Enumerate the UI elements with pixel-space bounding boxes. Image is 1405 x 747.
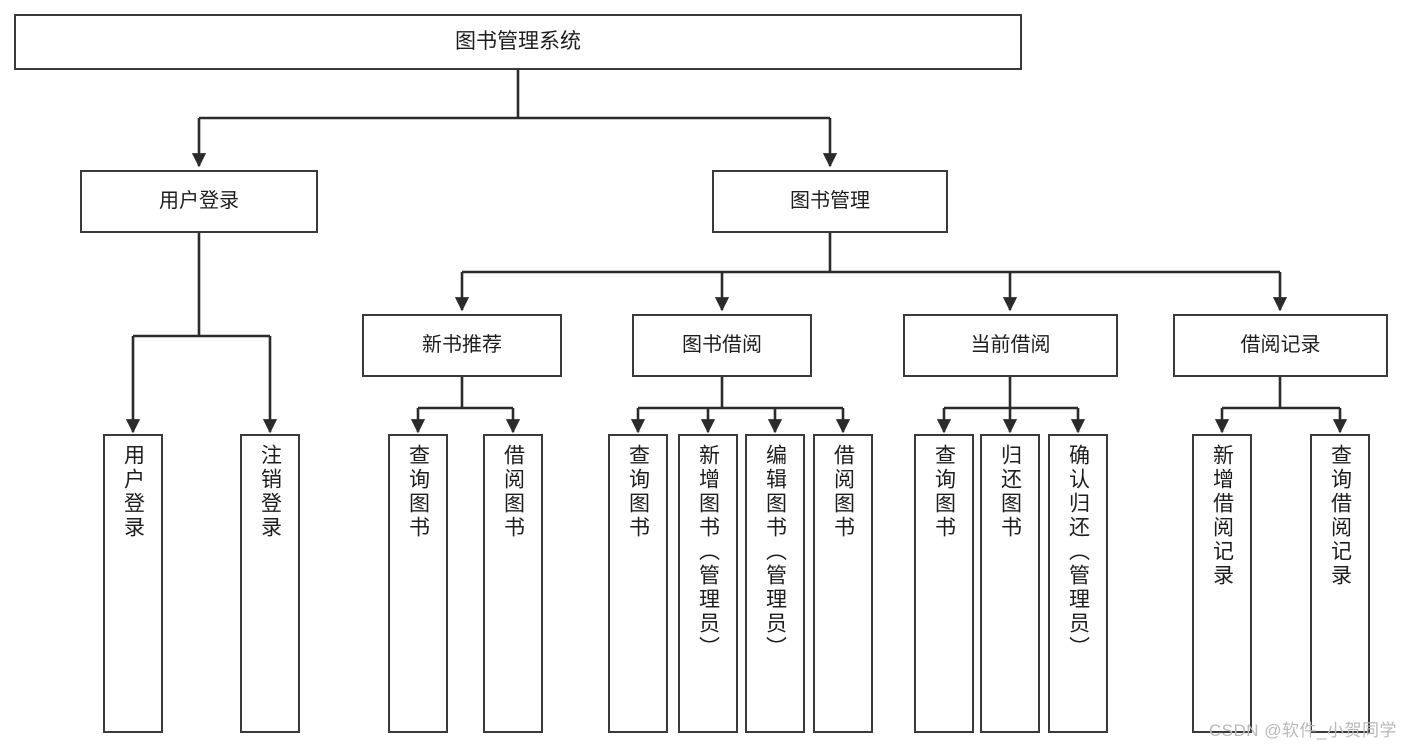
node-new-book-recommendation[interactable]: 新书推荐 (362, 314, 562, 377)
node-leaf-edit-book[interactable]: 编辑图书（管理员） (745, 434, 805, 733)
node-label: 新增借阅记录 (1210, 444, 1234, 588)
node-label: 借阅图书 (831, 444, 855, 540)
node-leaf-user-login[interactable]: 用户登录 (103, 434, 163, 733)
node-leaf-borrow-book-1[interactable]: 借阅图书 (483, 434, 543, 733)
node-label: 查询图书 (626, 444, 650, 540)
node-book-management-system[interactable]: 图书管理系统 (14, 14, 1022, 70)
node-leaf-confirm-return[interactable]: 确认归还（管理员） (1048, 434, 1108, 733)
node-leaf-query-book-3[interactable]: 查询图书 (914, 434, 974, 733)
node-label: 图书借阅 (682, 334, 762, 356)
node-leaf-return-book[interactable]: 归还图书 (980, 434, 1040, 733)
node-leaf-query-book-2[interactable]: 查询图书 (608, 434, 668, 733)
node-leaf-borrow-book-2[interactable]: 借阅图书 (813, 434, 873, 733)
node-book-borrow[interactable]: 图书借阅 (632, 314, 812, 377)
node-user-login[interactable]: 用户登录 (80, 170, 318, 233)
node-label: 归还图书 (998, 444, 1022, 540)
node-label: 新增图书（管理员） (696, 444, 720, 660)
node-label: 借阅图书 (501, 444, 525, 540)
node-label: 借阅记录 (1240, 334, 1321, 356)
node-current-borrow[interactable]: 当前借阅 (903, 314, 1118, 377)
node-leaf-query-book-1[interactable]: 查询图书 (388, 434, 448, 733)
node-label: 新书推荐 (422, 334, 502, 356)
node-leaf-user-logout[interactable]: 注销登录 (240, 434, 300, 733)
node-label: 图书管理系统 (455, 29, 581, 53)
node-label: 当前借阅 (970, 334, 1051, 356)
node-book-manage[interactable]: 图书管理 (712, 170, 948, 233)
node-label: 注销登录 (258, 444, 282, 540)
node-leaf-add-book[interactable]: 新增图书（管理员） (678, 434, 738, 733)
node-label: 查询图书 (406, 444, 430, 540)
node-label: 用户登录 (159, 190, 239, 212)
node-leaf-add-borrow-record[interactable]: 新增借阅记录 (1192, 434, 1252, 733)
node-label: 查询借阅记录 (1328, 444, 1352, 588)
csdn-watermark: CSDN @软件_小贺同学 (1208, 721, 1397, 740)
node-label: 用户登录 (121, 444, 145, 540)
node-label: 图书管理 (790, 190, 870, 212)
node-leaf-query-borrow-record[interactable]: 查询借阅记录 (1310, 434, 1370, 733)
node-label: 编辑图书（管理员） (763, 444, 787, 660)
node-label: 查询图书 (932, 444, 956, 540)
node-borrow-record[interactable]: 借阅记录 (1173, 314, 1388, 377)
node-label: 确认归还（管理员） (1066, 444, 1090, 660)
